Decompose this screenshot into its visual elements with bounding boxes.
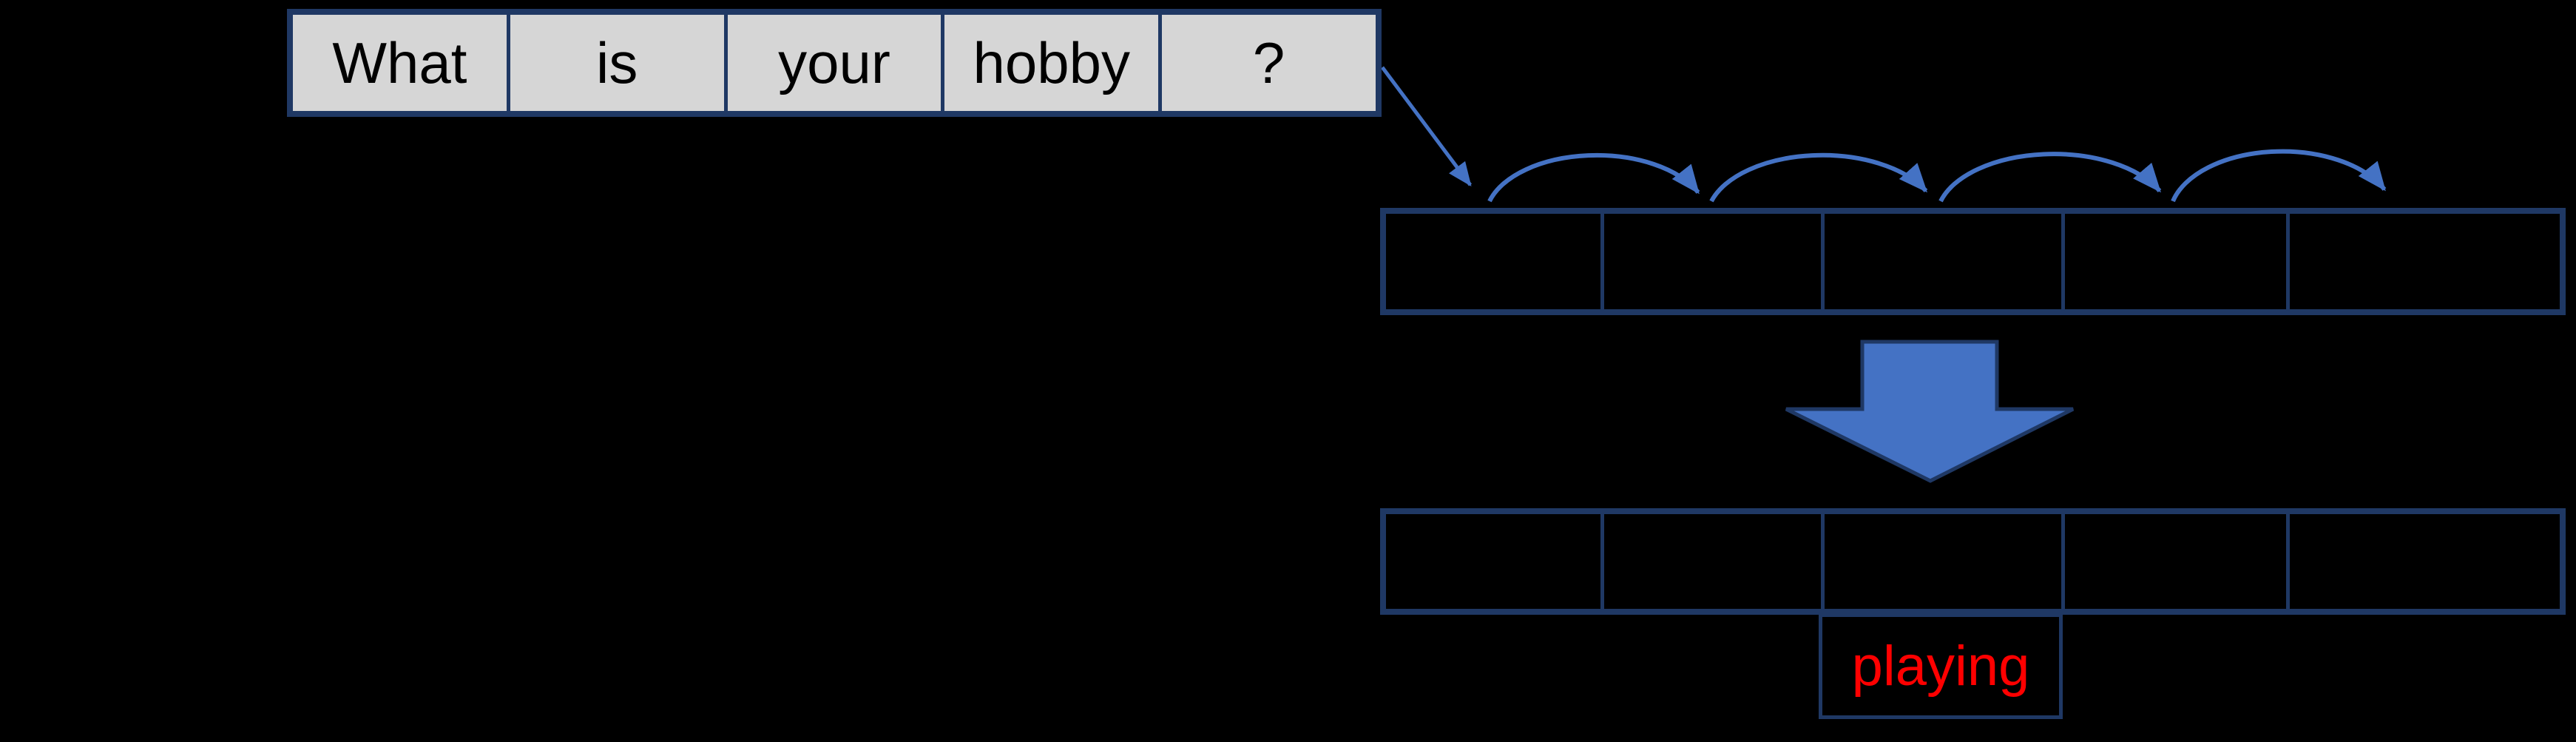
hop-arc-arrow-icon-1 bbox=[1487, 152, 1700, 203]
upper-cell-5 bbox=[2286, 214, 2560, 309]
output-word-label: playing bbox=[1851, 634, 2030, 698]
sentence-row: What is your hobby ? bbox=[287, 9, 1382, 117]
hop-arc-arrow-icon-2 bbox=[1709, 152, 1928, 203]
lower-empty-row bbox=[1380, 508, 2566, 615]
output-word-box: playing bbox=[1819, 613, 2063, 719]
token-cell-qmark: ? bbox=[1158, 15, 1376, 111]
lower-cell-3 bbox=[1821, 514, 2061, 609]
hop-arc-arrow-icon-3 bbox=[1938, 152, 2162, 203]
token-cell-what: What bbox=[293, 15, 507, 111]
input-to-row-arrow-icon bbox=[1380, 66, 1473, 187]
lower-cell-1 bbox=[1386, 514, 1600, 609]
token-cell-hobby: hobby bbox=[941, 15, 1159, 111]
lower-cell-4 bbox=[2061, 514, 2286, 609]
lower-cell-2 bbox=[1600, 514, 1821, 609]
token-cell-is: is bbox=[506, 15, 724, 111]
big-down-arrow-icon bbox=[1785, 340, 2075, 483]
hop-arc-arrow-icon-4 bbox=[2171, 149, 2387, 203]
upper-cell-4 bbox=[2061, 214, 2286, 309]
token-cell-your: your bbox=[723, 15, 942, 111]
lower-cell-5 bbox=[2286, 514, 2560, 609]
upper-cell-2 bbox=[1600, 214, 1821, 309]
upper-cell-1 bbox=[1386, 214, 1600, 309]
upper-empty-row bbox=[1380, 208, 2566, 315]
upper-cell-3 bbox=[1821, 214, 2061, 309]
